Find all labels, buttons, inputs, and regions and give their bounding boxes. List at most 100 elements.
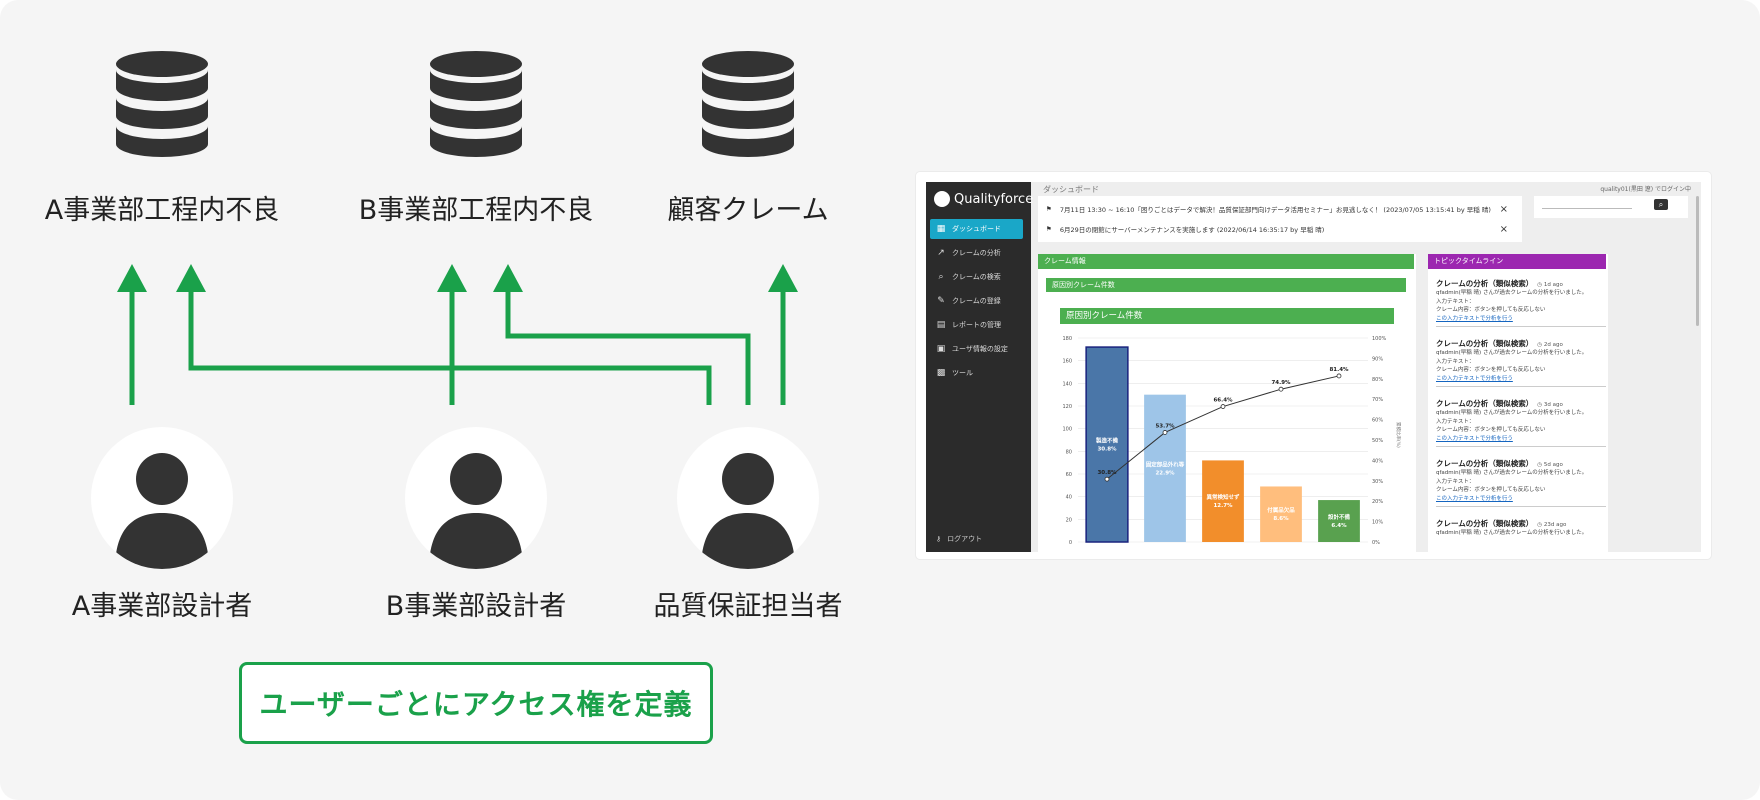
timeline-ago: ◷ 5d ago xyxy=(1537,462,1563,468)
y-tick-label: 20 xyxy=(1066,517,1072,523)
timeline-line: 入力テキスト： xyxy=(1436,298,1475,305)
user-label: B事業部設計者 xyxy=(385,591,567,622)
timeline-line: クレーム内容：ボタンを押しても反応しない xyxy=(1436,307,1546,313)
cumulative-label: 30.8% xyxy=(1097,470,1117,476)
y2-tick-label: 100% xyxy=(1372,336,1387,342)
arrow-head xyxy=(493,264,523,292)
timeline-analyze-link[interactable]: この入力テキストで分析を行う xyxy=(1436,375,1513,382)
trend-icon: ↗ xyxy=(937,248,945,258)
close-icon[interactable]: × xyxy=(1499,223,1508,235)
timeline-title-text: クレームの分析（類似検索） xyxy=(1436,279,1534,288)
sidebar-item[interactable]: ▣ ユーザ情報の設定 xyxy=(930,339,1023,359)
logout-link[interactable]: ⚷ ログアウト xyxy=(936,534,982,544)
logo-text: Qualityforce xyxy=(954,191,1034,207)
cumulative-point xyxy=(1104,476,1110,482)
sidebar-item[interactable]: ▤レポートの管理 xyxy=(930,315,1023,335)
y2-tick-label: 90% xyxy=(1372,356,1383,362)
timeline-title-text: クレームの分析（類似検索） xyxy=(1436,519,1534,528)
sidebar-item[interactable]: ▩ツール xyxy=(930,363,1023,383)
access-arrows xyxy=(117,264,798,405)
arrow-head xyxy=(117,264,147,292)
timeline-item: クレームの分析（類似検索）◷ 1d ago qfadmin(早稲 晴) さんが過去… xyxy=(1436,274,1606,327)
timeline-title-text: クレームの分析（類似検索） xyxy=(1436,459,1534,468)
y-tick-label: 160 xyxy=(1062,359,1072,365)
search-button[interactable]: ⌕ xyxy=(1654,199,1668,210)
notice-panel: ⚑ 7月11日 13:30 ~ 16:10「困りごとはデータで解決！品質保証部門… xyxy=(1038,196,1522,242)
timeline-ago: ◷ 3d ago xyxy=(1537,402,1563,408)
timeline-ago: ◷ 1d ago xyxy=(1537,282,1563,288)
bar xyxy=(1085,346,1129,543)
topbar: ダッシュボード quality01(黒田 遼) でログイン中 xyxy=(1031,182,1701,196)
y-tick-label: 140 xyxy=(1062,381,1072,387)
database-label: B事業部工程内不良 xyxy=(358,195,594,226)
clock-icon: ◷ xyxy=(1537,462,1543,468)
access-arrow xyxy=(505,275,751,405)
timeline-line: qfadmin(早稲 晴) さんが過去クレームの分析を行いました。 xyxy=(1436,530,1588,536)
bar-label: 異常検知せず xyxy=(1206,493,1240,501)
timeline-title-text: クレームの分析（類似検索） xyxy=(1436,399,1534,408)
bar xyxy=(1202,460,1244,542)
timeline-analyze-link[interactable]: この入力テキストで分析を行う xyxy=(1436,435,1513,442)
database-label: 顧客クレーム xyxy=(667,195,829,226)
user-label: 品質保証担当者 xyxy=(653,591,843,622)
sidebar-item[interactable]: ⌕ クレームの検索 xyxy=(930,267,1023,287)
access-rights-note: ユーザーごとにアクセス権を定義 xyxy=(239,662,713,744)
bar-label: 固定部品外れ等 xyxy=(1146,460,1185,468)
key-icon: ⚷ xyxy=(936,535,942,543)
cumulative-point xyxy=(1162,430,1168,435)
y2-tick-label: 60% xyxy=(1372,418,1383,424)
bar-percent: 22.9% xyxy=(1155,470,1175,476)
document-icon: ▤ xyxy=(936,320,946,330)
timeline-line: qfadmin(早稲 晴) さんが過去クレームの分析を行いました。 xyxy=(1436,410,1588,416)
cumulative-point xyxy=(1278,386,1284,392)
timeline-item-title: クレームの分析（類似検索）◷ 2d ago xyxy=(1436,338,1606,349)
timeline-line: 入力テキスト： xyxy=(1436,358,1475,365)
search-icon: ⌕ xyxy=(938,272,944,282)
sidebar-item-label: クレームの登録 xyxy=(952,297,1001,305)
sidebar-item-label: ダッシュボード xyxy=(952,225,1001,233)
timeline-line: qfadmin(早稲 晴) さんが過去クレームの分析を行いました。 xyxy=(1436,290,1588,296)
timeline-line: クレーム内容：ボタンを押しても反応しない xyxy=(1436,487,1546,493)
user-card-icon: ▣ xyxy=(936,344,946,354)
clock-icon: ◷ xyxy=(1537,522,1543,528)
sidebar-item[interactable]: ↗クレームの分析 xyxy=(930,243,1023,263)
timeline-ago: ◷ 23d ago xyxy=(1537,522,1566,528)
timeline-analyze-link[interactable]: この入力テキストで分析を行う xyxy=(1436,315,1513,322)
search-box: ⌕ xyxy=(1534,196,1688,218)
bar-percent: 8.6% xyxy=(1273,516,1289,522)
y-tick-label: 60 xyxy=(1066,472,1072,478)
timeline-item-title: クレームの分析（類似検索）◷ 3d ago xyxy=(1436,398,1606,409)
scrollbar[interactable] xyxy=(1696,196,1699,326)
sidebar-item[interactable]: ▦ダッシュボード xyxy=(930,219,1023,239)
y2-tick-label: 20% xyxy=(1372,499,1383,505)
timeline-line: 入力テキスト： xyxy=(1436,418,1475,425)
panel-title: クレーム情報 xyxy=(1038,254,1414,269)
timeline-analyze-link[interactable]: この入力テキストで分析を行う xyxy=(1436,495,1513,502)
pareto-chart: 0204060801001201401601800%10%20%30%40%50… xyxy=(1062,336,1402,546)
notice-row: ⚑ 6月29日の閉館にサーバーメンテナンスを実施します (2022/06/14 … xyxy=(1046,220,1514,238)
logo: Qualityforce xyxy=(934,190,1033,208)
bar-label: 製造不備 xyxy=(1096,437,1119,445)
y2-tick-label: 10% xyxy=(1372,520,1383,526)
sidebar: Qualityforce ▦ダッシュボード ↗クレームの分析 ⌕ クレームの検索 ✎クレ… xyxy=(926,182,1033,552)
y2-tick-label: 70% xyxy=(1372,397,1383,403)
timeline-title: トピックタイムライン xyxy=(1428,254,1606,269)
app-screenshot: Qualityforce ▦ダッシュボード ↗クレームの分析 ⌕ クレームの検索 ✎クレ… xyxy=(916,172,1711,559)
sidebar-item-label: ユーザ情報の設定 xyxy=(952,345,1008,353)
timeline-item-title: クレームの分析（類似検索）◷ 5d ago xyxy=(1436,458,1606,469)
y2-axis-label: 累積比率(%) xyxy=(1395,422,1402,448)
y2-tick-label: 30% xyxy=(1372,479,1383,485)
cumulative-label: 53.7% xyxy=(1155,423,1175,429)
sub-panel-title: 原因別クレーム件数 xyxy=(1046,278,1406,292)
search-input[interactable] xyxy=(1542,208,1632,209)
timeline-line: 入力テキスト： xyxy=(1436,478,1475,485)
close-icon[interactable]: × xyxy=(1499,203,1508,215)
database-icon xyxy=(116,51,208,157)
user-info: quality01(黒田 遼) でログイン中 xyxy=(1600,186,1691,193)
sidebar-item[interactable]: ✎クレームの登録 xyxy=(930,291,1023,311)
sidebar-item-label: クレームの検索 xyxy=(952,273,1001,281)
